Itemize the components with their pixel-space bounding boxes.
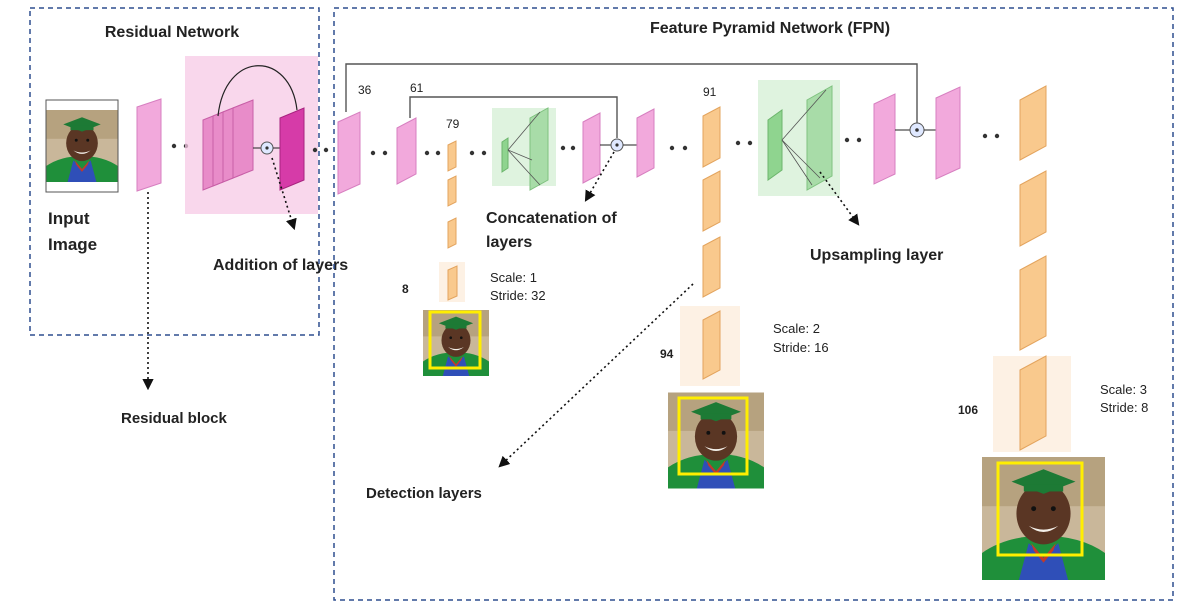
dot [481,150,487,156]
dot [370,150,376,156]
detection-output-image-scale3 [982,457,1105,580]
concat-block-layers [501,107,549,191]
layer-pink-upsample-output [935,86,961,180]
addition-of-layers-label: Addition of layers [213,257,348,274]
layer-pink-concat-output [636,108,655,178]
scale3-scale-label: Scale: 3 [1100,382,1147,397]
layer-number-36: 36 [358,83,372,97]
dot [856,137,862,143]
layer-number-79: 79 [446,117,460,131]
dot [323,147,329,153]
layer-number-61: 61 [410,81,424,95]
residual-block-label: Residual block [121,410,228,427]
dot [982,133,988,139]
dot [994,133,1000,139]
residual-layer-pink [136,98,162,192]
skip-line-36 [345,63,918,124]
skip-line-61 [409,96,618,138]
dot [312,147,318,153]
dot [735,140,741,146]
detection-layers-label: Detection layers [366,485,482,502]
input-image-label-line2: Image [48,235,97,254]
fpn-title: Feature Pyramid Network (FPN) [650,20,890,37]
layer-number-106: 106 [958,403,978,417]
dot [844,137,850,143]
detection-output-image-scale2 [668,392,764,489]
detection-output-image-scale1 [423,310,489,376]
layer-36 [337,111,361,195]
scale1-stride-label: Stride: 32 [490,288,546,303]
concatenation-op-dot-2 [915,128,919,132]
upsampling-arrow [819,171,860,226]
layer-61 [396,117,417,185]
layer-pink-concat-input [582,112,601,184]
concatenation-label-line2: layers [486,234,532,251]
dot [424,150,430,156]
residual-block-layers [202,99,254,191]
dot [682,145,688,151]
detection-column-scale3 [993,85,1071,452]
dot [747,140,753,146]
scale2-stride-label: Stride: 16 [773,340,829,355]
input-image [45,99,119,193]
dot [382,150,388,156]
residual-output-layer [279,107,305,191]
layer-number-94: 94 [660,347,674,361]
scale2-scale-label: Scale: 2 [773,321,820,336]
residual-network-border [29,7,320,336]
scale1-scale-label: Scale: 1 [490,270,537,285]
detection-column-scale1 [439,140,465,302]
dot [560,145,566,151]
concatenation-label-line1: Concatenation of [486,210,617,227]
dot [669,145,675,151]
dot [171,143,177,149]
dot [469,150,475,156]
concatenation-op-dot [615,143,619,147]
upsampling-label: Upsampling layer [810,247,943,264]
dot [570,145,576,151]
layer-pink-upsample-input [873,93,896,185]
concatenation-arrow [584,151,615,202]
fpn-border [333,7,1174,601]
input-image-label-line1: Input [48,209,90,228]
layer-number-91: 91 [703,85,717,99]
detection-arrow [498,283,694,468]
detection-column-scale2 [680,106,740,386]
scale3-stride-label: Stride: 8 [1100,400,1148,415]
addition-arrow [271,157,297,231]
dot [435,150,441,156]
skip-connection-arc [217,65,298,117]
addition-op-dot [265,146,269,150]
residual-network-title: Residual Network [105,24,239,41]
upsampling-block-layers [767,85,833,191]
layer-number-8: 8 [402,282,409,296]
